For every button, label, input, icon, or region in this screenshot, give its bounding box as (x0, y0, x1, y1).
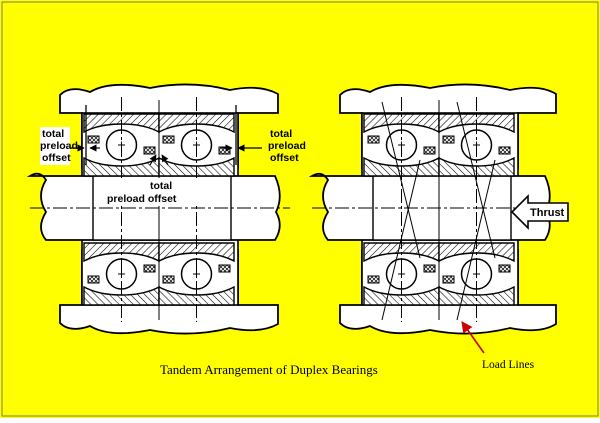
diagram-caption: Tandem Arrangement of Duplex Bearings (160, 362, 378, 377)
thrust-label: Thrust (530, 207, 565, 219)
left-preload-label-left: total preload offset (40, 127, 78, 165)
load-lines-callout: Load Lines (461, 321, 535, 371)
label-line: preload offset (107, 193, 177, 205)
label-line: preload (40, 140, 78, 152)
left-assembly (26, 83, 290, 335)
label-line: offset (270, 152, 299, 164)
arrow-icon (461, 321, 485, 354)
label-line: total (270, 128, 292, 140)
label-line: total (42, 128, 64, 140)
load-line (381, 101, 421, 259)
load-lines-label: Load Lines (482, 359, 535, 371)
right-assembly (308, 83, 560, 335)
label-line: preload (268, 140, 306, 152)
left-preload-label-right: total preload offset (268, 127, 306, 165)
label-line: offset (42, 152, 71, 164)
center-preload-label: total preload offset (105, 178, 201, 206)
label-line: total (150, 180, 172, 192)
load-line (456, 101, 496, 259)
load-line (456, 159, 496, 321)
thrust-arrow: Thrust (510, 194, 569, 230)
load-line (381, 159, 421, 321)
